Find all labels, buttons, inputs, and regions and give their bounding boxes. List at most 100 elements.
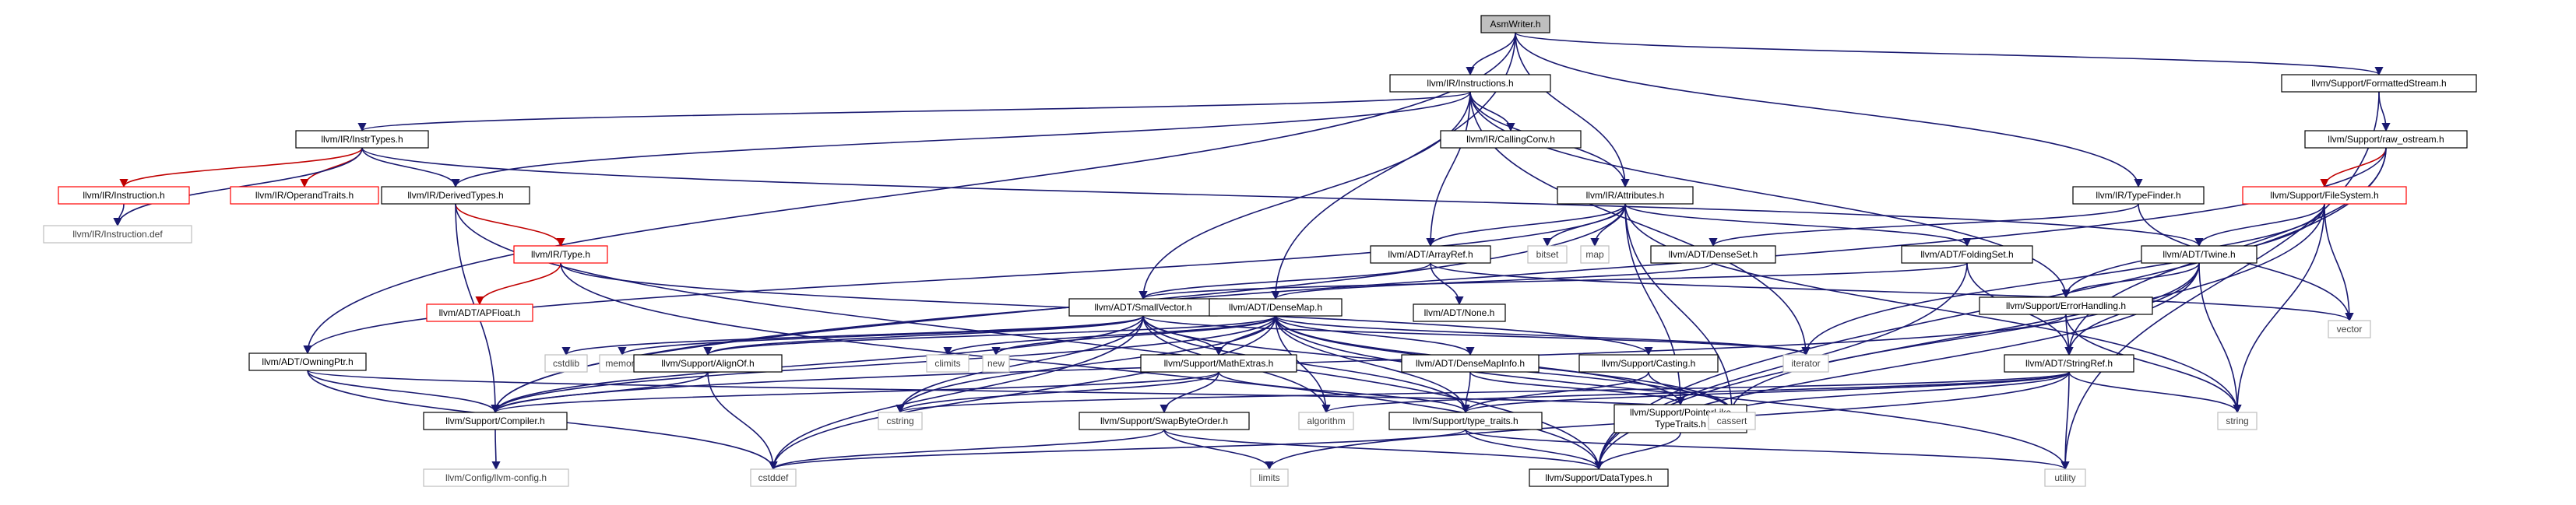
node-formatted-stream[interactable]: llvm/Support/FormattedStream.h xyxy=(2281,74,2477,93)
node-box xyxy=(2328,320,2371,338)
edge-compiler-to-llvmconfig xyxy=(491,429,501,471)
node-small-vector[interactable]: llvm/ADT/SmallVector.h xyxy=(1068,298,1218,317)
node-dense-map[interactable]: llvm/ADT/DenseMap.h xyxy=(1209,298,1343,317)
node-compiler[interactable]: llvm/Support/Compiler.h xyxy=(423,412,568,430)
node-instructions[interactable]: llvm/IR/Instructions.h xyxy=(1389,74,1551,93)
node-box xyxy=(1298,412,1354,430)
node-label: cstdlib xyxy=(553,358,579,369)
node-derived-types[interactable]: llvm/IR/DerivedTypes.h xyxy=(381,186,530,205)
edge-attributes-to-array-ref xyxy=(1426,203,1626,247)
edge-type-traits-to-utility xyxy=(1465,429,2070,471)
node-label: llvm/Support/FormattedStream.h xyxy=(2311,78,2446,89)
node-label: llvm/ADT/Twine.h xyxy=(2163,249,2235,260)
node-box xyxy=(1578,354,1719,373)
node-box xyxy=(2004,354,2134,373)
node-label: llvm/ADT/OwningPtr.h xyxy=(262,356,353,367)
node-box xyxy=(58,186,190,205)
node-asm-writer[interactable]: AsmWriter.h xyxy=(1480,15,1550,33)
node-vector: vector xyxy=(2328,320,2371,338)
node-label: llvm/Support/AlignOf.h xyxy=(661,358,754,369)
edge-math-extras-to-type-traits xyxy=(1218,371,1470,414)
node-label: bitset xyxy=(1536,249,1559,260)
edge-error-handling-to-string xyxy=(2065,314,2242,414)
edge-small-vector-to-iterator xyxy=(1142,315,1811,356)
edge-instructions-to-array-ref xyxy=(1426,91,1471,247)
node-apfloat[interactable]: llvm/ADT/APFloat.h xyxy=(426,303,533,322)
node-box xyxy=(1370,245,1491,264)
node-type-traits[interactable]: llvm/Support/type_traits.h xyxy=(1388,412,1543,430)
node-align-of[interactable]: llvm/Support/AlignOf.h xyxy=(633,354,783,373)
edge-type-to-apfloat xyxy=(475,262,561,306)
edge-string-ref-to-utility xyxy=(2060,371,2070,471)
node-label: llvm/ADT/DenseMap.h xyxy=(1229,302,1322,313)
node-swap-byte-order[interactable]: llvm/Support/SwapByteOrder.h xyxy=(1079,412,1250,430)
edge-derived-types-to-type xyxy=(455,203,565,247)
node-label: llvm/IR/Instructions.h xyxy=(1427,78,1513,89)
node-label: llvm/IR/CallingConv.h xyxy=(1466,134,1555,145)
node-instruction-def: llvm/IR/Instruction.def xyxy=(43,225,192,244)
node-label: llvm/ADT/DenseMapInfo.h xyxy=(1416,358,1525,369)
node-dense-set[interactable]: llvm/ADT/DenseSet.h xyxy=(1650,245,1776,264)
node-attributes[interactable]: llvm/IR/Attributes.h xyxy=(1557,186,1694,205)
node-file-system[interactable]: llvm/Support/FileSystem.h xyxy=(2242,186,2407,205)
node-box xyxy=(1440,130,1582,149)
edge-attributes-to-pointer-like-type-traits xyxy=(1624,203,1685,406)
node-box xyxy=(2242,186,2407,205)
edge-attributes-to-folding-set xyxy=(1624,203,1972,247)
node-box xyxy=(381,186,530,205)
node-label: utility xyxy=(2054,472,2075,483)
node-bitset: bitset xyxy=(1527,245,1568,264)
edge-instr-types-to-derived-types xyxy=(361,147,460,188)
edge-twine-to-cassert xyxy=(1727,262,2200,414)
node-casting[interactable]: llvm/Support/Casting.h xyxy=(1578,354,1719,373)
node-owning-ptr[interactable]: llvm/ADT/OwningPtr.h xyxy=(248,352,367,371)
node-array-ref[interactable]: llvm/ADT/ArrayRef.h xyxy=(1370,245,1491,264)
node-operand-traits[interactable]: llvm/IR/OperandTraits.h xyxy=(230,186,379,205)
node-none[interactable]: llvm/ADT/None.h xyxy=(1413,303,1506,322)
node-box xyxy=(1650,245,1776,264)
node-data-types[interactable]: llvm/Support/DataTypes.h xyxy=(1529,468,1669,487)
node-box xyxy=(1388,412,1543,430)
node-math-extras[interactable]: llvm/Support/MathExtras.h xyxy=(1140,354,1297,373)
edge-align-of-to-cstddef xyxy=(707,371,778,471)
node-label-line2: TypeTraits.h xyxy=(1655,419,1706,430)
node-dense-map-info[interactable]: llvm/ADT/DenseMapInfo.h xyxy=(1401,354,1540,373)
node-new: new xyxy=(982,354,1010,373)
edge-attributes-to-string xyxy=(1624,203,2242,414)
node-string-ref[interactable]: llvm/ADT/StringRef.h xyxy=(2004,354,2134,373)
node-instr-types[interactable]: llvm/IR/InstrTypes.h xyxy=(295,130,429,149)
edge-align-of-to-compiler xyxy=(491,371,709,414)
edge-folding-set-to-small-vector xyxy=(1138,262,1968,300)
node-raw-ostream[interactable]: llvm/Support/raw_ostream.h xyxy=(2304,130,2468,149)
node-label: llvm/ADT/ArrayRef.h xyxy=(1388,249,1473,260)
edge-dense-map-to-cstddef xyxy=(769,315,1276,471)
node-label: llvm/Support/raw_ostream.h xyxy=(2328,134,2444,145)
edge-formatted-stream-to-raw-ostream xyxy=(2378,91,2391,132)
node-folding-set[interactable]: llvm/ADT/FoldingSet.h xyxy=(1901,245,2033,264)
edge-instructions-to-derived-types xyxy=(451,91,1471,188)
node-label: llvm/Support/FileSystem.h xyxy=(2270,190,2378,201)
node-label: algorithm xyxy=(1307,416,1345,426)
node-label: cassert xyxy=(1717,416,1747,426)
node-box xyxy=(1401,354,1540,373)
node-box xyxy=(295,130,429,149)
edge-formatted-stream-to-utility xyxy=(2060,91,2380,471)
edge-file-system-to-iterator xyxy=(1801,203,2325,356)
node-calling-conv[interactable]: llvm/IR/CallingConv.h xyxy=(1440,130,1582,149)
edge-swap-byte-order-to-limits xyxy=(1163,429,1274,471)
node-error-handling[interactable]: llvm/Support/ErrorHandling.h xyxy=(1979,296,2153,315)
edge-dense-map-to-cstring xyxy=(896,315,1276,414)
node-type-finder[interactable]: llvm/IR/TypeFinder.h xyxy=(2072,186,2205,205)
node-twine[interactable]: llvm/ADT/Twine.h xyxy=(2141,245,2258,264)
node-box xyxy=(43,225,192,244)
node-type[interactable]: llvm/IR/Type.h xyxy=(513,245,608,264)
node-box xyxy=(1901,245,2033,264)
node-instruction[interactable]: llvm/IR/Instruction.h xyxy=(58,186,190,205)
node-box xyxy=(513,245,608,264)
node-label: iterator xyxy=(1791,358,1820,369)
node-box xyxy=(230,186,379,205)
edge-asm-writer-to-owning-ptr xyxy=(303,32,1516,355)
edge-file-system-to-twine xyxy=(2194,203,2325,247)
node-label: new xyxy=(987,358,1005,369)
edge-attributes-to-cassert xyxy=(1624,203,1737,414)
